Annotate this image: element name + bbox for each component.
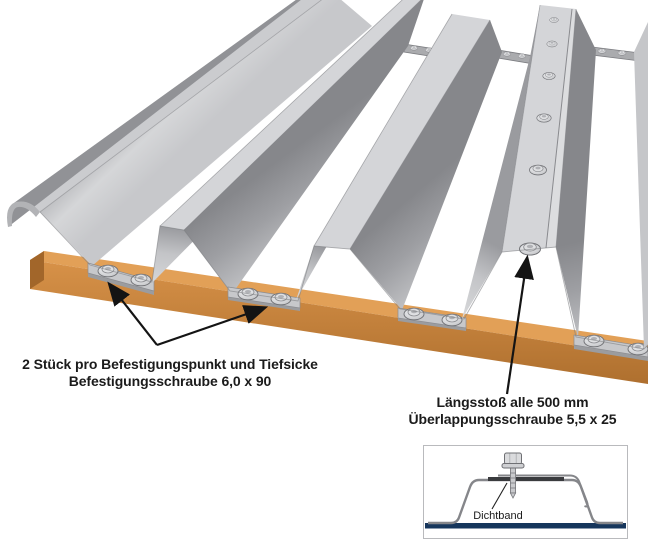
fastening-label-line1: 2 Stück pro Befestigungspunkt und Tiefsi… [22, 356, 318, 372]
overlap-label-line2: Überlappungsschraube 5,5 x 25 [408, 411, 617, 427]
top-sheet-overlap [498, 474, 589, 508]
valley-2 [227, 286, 301, 311]
valley-4 [573, 334, 648, 361]
support-band [425, 523, 626, 529]
fastening-screw [130, 273, 152, 287]
valley-3 [397, 307, 467, 331]
rib-3 [296, 14, 502, 310]
bottom-sheet-profile [428, 478, 623, 525]
arrow-to-left-screw [107, 281, 158, 346]
overlap-cross-section: Dichtband [425, 452, 626, 529]
fastening-label-line2: Befestigungsschraube 6,0 x 90 [68, 373, 272, 389]
timber-purlin [30, 251, 648, 384]
sealing-tape [488, 477, 564, 481]
fastening-label: 2 Stück pro Befestigungspunkt und Tiefsi… [5, 356, 335, 390]
seal-label: Dichtband [473, 510, 523, 522]
seal-leader-line [491, 482, 508, 510]
overlap-label: Längsstoß alle 500 mm Überlappungsschrau… [395, 394, 630, 428]
valley-1 [87, 262, 155, 295]
overlap-detail-inset: Dichtband [423, 445, 628, 539]
overlap-label-line1: Längsstoß alle 500 mm [436, 394, 589, 410]
fastening-screw [270, 292, 292, 306]
overlap-screw-detail [501, 452, 525, 499]
sheet-front-edge [39, 211, 648, 350]
rib-right-edge [634, 22, 648, 349]
bend-lines [39, 0, 577, 253]
leader-arrows [107, 254, 534, 395]
arrow-to-overlap-screw [505, 254, 534, 395]
rib-2 [152, 0, 424, 294]
fastening-screw [97, 264, 119, 278]
arrow-to-right-screw [156, 305, 269, 347]
rib-4-overlap-joint [462, 5, 596, 338]
rib-left-edge [7, 0, 372, 266]
